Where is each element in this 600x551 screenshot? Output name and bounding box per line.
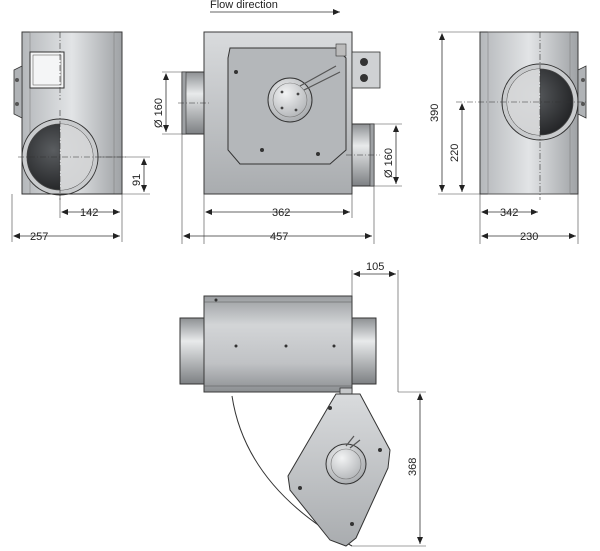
dim-342: 342 bbox=[500, 207, 518, 219]
cable-gland-plate bbox=[351, 51, 381, 89]
dim-220: 220 bbox=[449, 144, 461, 162]
mounting-bracket bbox=[13, 65, 23, 119]
top-housing bbox=[203, 295, 353, 393]
dim-91: 91 bbox=[131, 174, 143, 186]
dim-142: 142 bbox=[80, 207, 98, 219]
door-motor bbox=[325, 443, 367, 485]
right-side-view: 390 220 342 230 bbox=[429, 31, 588, 244]
top-right-spigot bbox=[349, 317, 377, 385]
terminal-box bbox=[29, 51, 65, 89]
front-view: 362 457 Ø 160 Ø 160 bbox=[153, 31, 402, 244]
dim-105: 105 bbox=[366, 261, 384, 273]
dim-230: 230 bbox=[520, 231, 538, 243]
flow-direction-indicator: Flow direction bbox=[210, 0, 340, 15]
motor bbox=[267, 77, 313, 123]
dim-dia-160-right: Ø 160 bbox=[383, 148, 395, 178]
left-side-view: 142 257 91 bbox=[11, 31, 150, 243]
top-left-spigot bbox=[179, 317, 205, 385]
dim-390: 390 bbox=[429, 104, 441, 122]
dim-362: 362 bbox=[272, 207, 290, 219]
dim-457: 457 bbox=[270, 231, 288, 243]
dim-368: 368 bbox=[407, 458, 419, 476]
top-view: 105 368 bbox=[179, 261, 426, 547]
right-mounting-bracket bbox=[577, 65, 587, 119]
flow-direction-label: Flow direction bbox=[210, 0, 278, 11]
dim-dia-160-left: Ø 160 bbox=[153, 98, 165, 128]
dim-257: 257 bbox=[30, 231, 48, 243]
